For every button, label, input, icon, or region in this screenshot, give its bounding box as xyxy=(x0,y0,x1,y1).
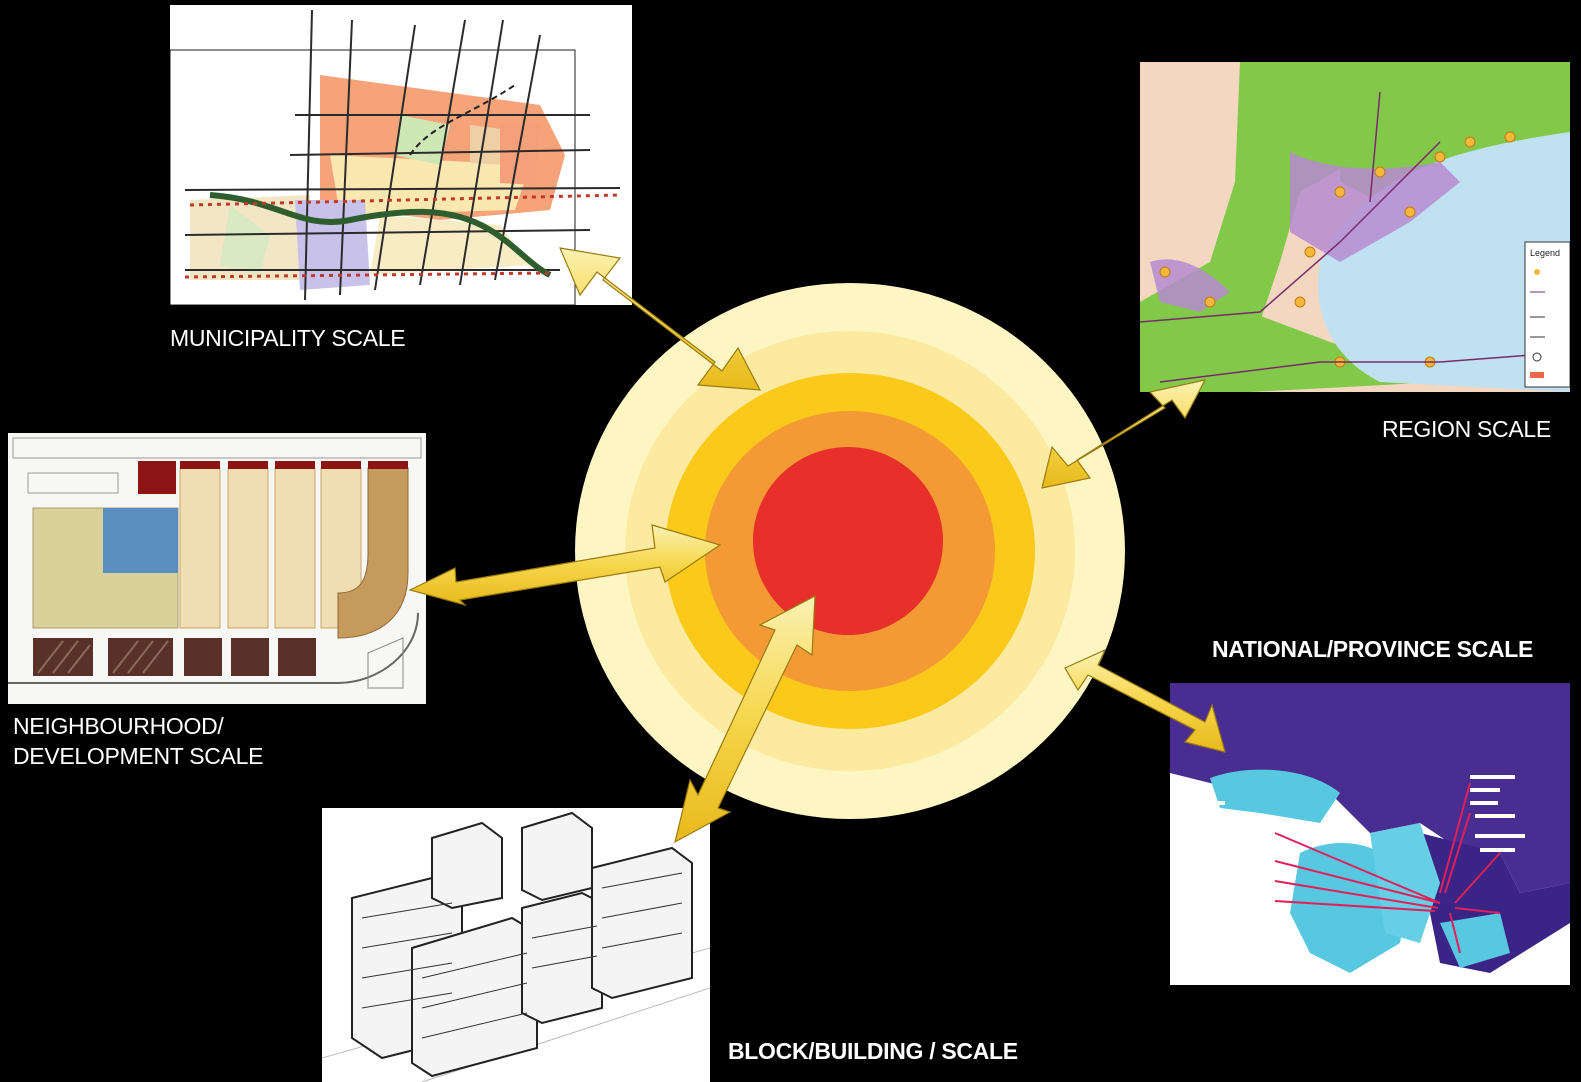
region-scale-label: REGION SCALE xyxy=(1382,416,1551,442)
region-legend-title: Legend xyxy=(1530,248,1560,258)
block-building-scale-label: BLOCK/BUILDING / SCALE xyxy=(728,1038,1018,1064)
national-province-scale-label: NATIONAL/PROVINCE SCALE xyxy=(1212,636,1534,662)
arrow-block xyxy=(674,594,816,844)
third-ring xyxy=(665,373,1035,729)
neighbourhood-label-line2: DEVELOPMENT SCALE xyxy=(13,743,264,769)
municipality-map-image xyxy=(170,5,632,305)
municipality-scale-label: MUNICIPALITY SCALE xyxy=(170,325,406,351)
outer-ring xyxy=(575,283,1125,819)
province-map-image xyxy=(1170,683,1570,985)
neighbourhood-plan-image xyxy=(8,433,426,704)
second-ring xyxy=(625,331,1075,771)
arrow-neighbourhood xyxy=(408,524,722,607)
arrow-region xyxy=(1041,379,1207,489)
neighbourhood-scale-label: NEIGHBOURHOOD/ DEVELOPMENT SCALE xyxy=(13,711,263,771)
arrows xyxy=(408,247,1226,844)
region-map-image: Legend xyxy=(1140,62,1570,392)
fourth-ring xyxy=(705,411,995,691)
block-building-sketch-image xyxy=(322,808,710,1082)
core-circle xyxy=(753,447,943,635)
neighbourhood-label-line1: NEIGHBOURHOOD/ xyxy=(13,713,224,739)
